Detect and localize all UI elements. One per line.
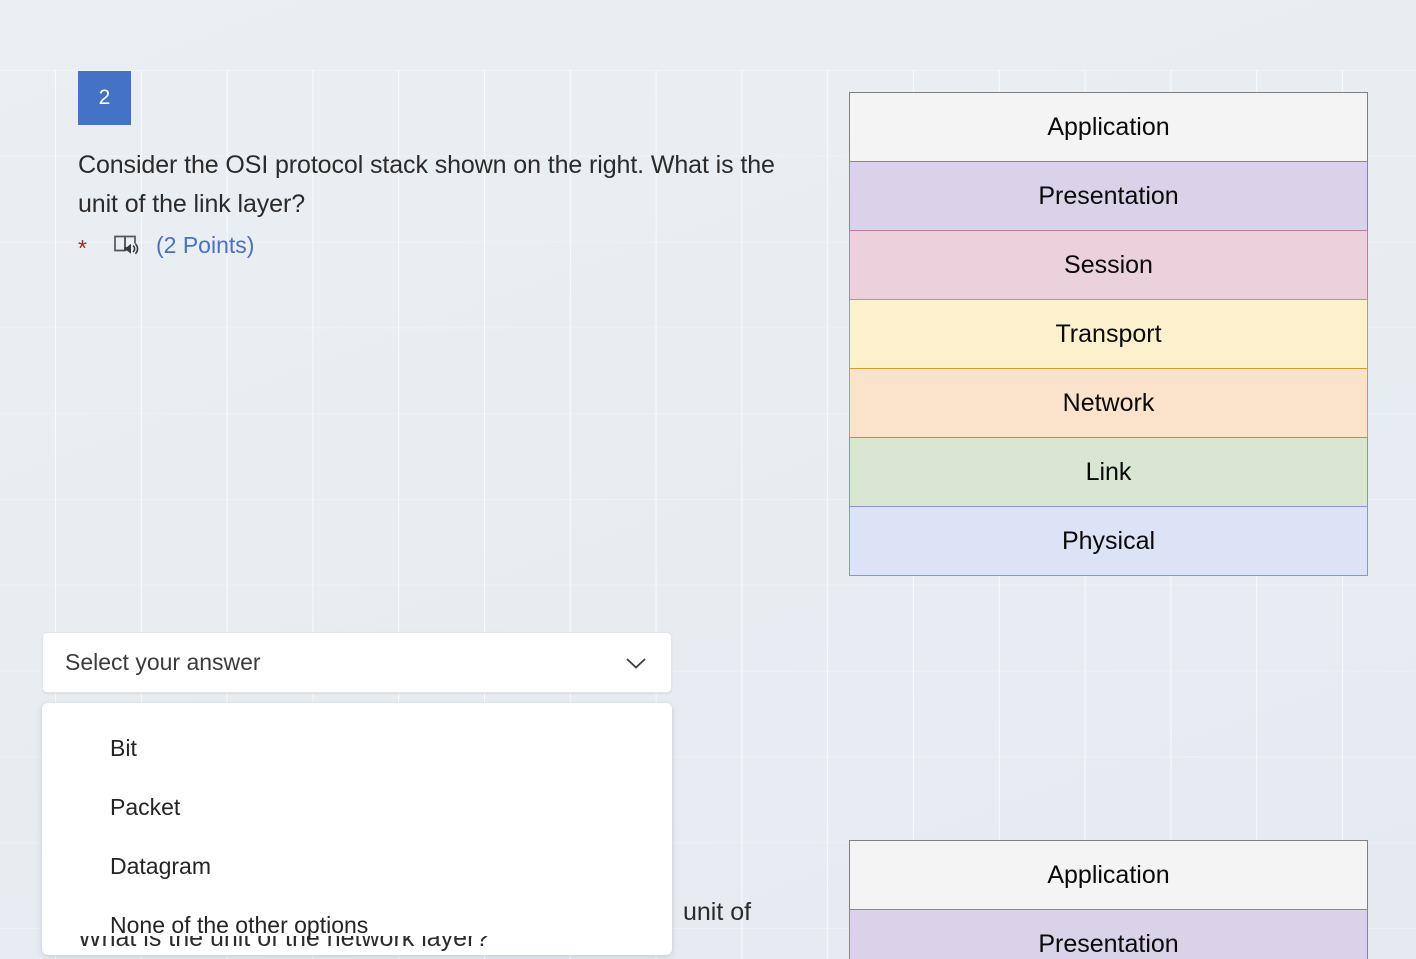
required-asterisk: * xyxy=(78,234,87,261)
question-text: Consider the OSI protocol stack shown on… xyxy=(78,151,775,218)
osi-layer-link: Link xyxy=(849,437,1368,507)
answer-option-1[interactable]: Packet xyxy=(110,794,181,820)
osi-layer-session: Session xyxy=(849,230,1368,300)
points-label: (2 Points) xyxy=(156,231,255,258)
next-question-fragment: unit of xyxy=(683,898,752,926)
question-meta: * (2 Points) xyxy=(78,228,254,262)
osi-layer-physical: Physical xyxy=(849,506,1368,576)
answer-option-0[interactable]: Bit xyxy=(110,735,137,761)
immersive-reader-icon[interactable] xyxy=(110,231,144,259)
answer-option-2[interactable]: Datagram xyxy=(110,853,211,879)
answer-select-control[interactable]: Select your answer xyxy=(42,632,672,693)
osi-layer-presentation: Presentation xyxy=(849,161,1368,231)
next-question-clipped-line: What is the unit of the network layer? xyxy=(78,936,498,958)
answer-select-placeholder: Select your answer xyxy=(65,649,261,675)
chevron-down-icon[interactable] xyxy=(621,648,651,678)
next-question-clipped-text: What is the unit of the network layer? xyxy=(78,936,490,952)
osi-layer-application: Application xyxy=(849,92,1368,162)
question-number-badge: 2 xyxy=(78,71,131,125)
osi-layer-transport: Transport xyxy=(849,299,1368,369)
osi-layer-network: Network xyxy=(849,368,1368,438)
